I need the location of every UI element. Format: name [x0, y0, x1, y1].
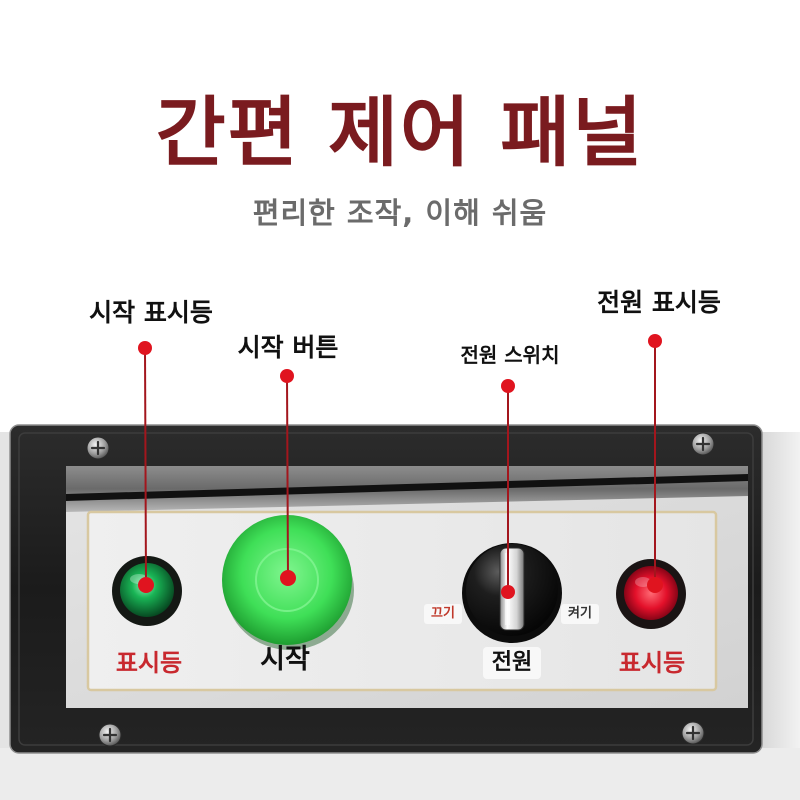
page-title: 간편 제어 패널: [155, 88, 645, 177]
callout-dot: [647, 577, 663, 593]
switch-off-label: 끄기: [431, 606, 455, 621]
indicator-lens: [624, 566, 678, 620]
switch-off-label-patch: [424, 604, 462, 624]
screw-slot: [685, 725, 701, 741]
screw-icon: [691, 432, 715, 456]
start-indicator-plate-label: 표시등: [115, 649, 183, 677]
start-button-plate-label: 시작: [260, 644, 310, 675]
callout-dot: [280, 369, 294, 383]
callout-dot: [138, 577, 154, 593]
switch-on-label-patch: [561, 604, 599, 624]
callout-label-start-indicator: 시작 표시등: [89, 298, 213, 327]
callout-label-power-indicator: 전원 표시등: [597, 288, 721, 317]
callout-dot: [138, 341, 152, 355]
page-subtitle: 편리한 조작, 이해 쉬움: [252, 196, 548, 230]
callout-power-switch: [501, 379, 515, 599]
screw-icon: [681, 721, 705, 745]
machine-housing-bottom: [0, 748, 800, 800]
callout-line: [286, 375, 289, 579]
power-indicator-light: [616, 559, 686, 629]
switch-label-patch: [483, 647, 541, 679]
callout-dot: [501, 585, 515, 599]
callout-dot: [280, 570, 296, 586]
callout-label-start-button: 시작 버튼: [237, 333, 339, 362]
switch-on-label: 켜기: [568, 606, 592, 621]
screw-icon: [98, 723, 122, 747]
screw-slot: [695, 436, 711, 452]
screw-icon: [86, 436, 110, 460]
panel-recess-edge: [66, 474, 748, 501]
indicator-glare: [635, 577, 651, 587]
callout-power-indicator: [647, 334, 663, 593]
callout-start-button: [280, 369, 296, 586]
callout-dot: [648, 334, 662, 348]
power-switch-plate-label: 전원: [491, 650, 533, 675]
screw-slot: [90, 440, 106, 456]
callout-dot: [501, 379, 515, 393]
screw-slot: [102, 727, 118, 743]
callout-start-indicator: [138, 341, 154, 593]
power-indicator-plate-label: 표시등: [618, 649, 686, 677]
panel-bezel-inner-edge: [18, 432, 754, 746]
callout-label-power-switch: 전원 스위치: [460, 343, 560, 367]
callout-line: [144, 347, 147, 586]
